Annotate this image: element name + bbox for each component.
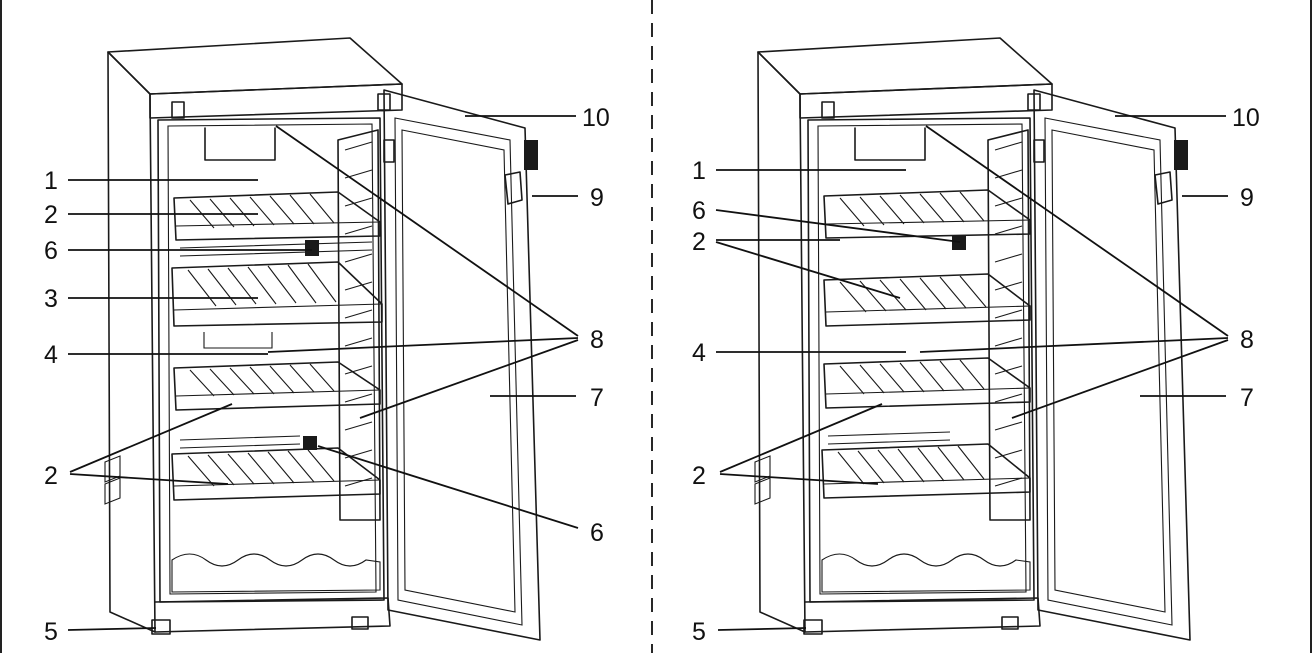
right-label-4: 4 <box>692 339 706 367</box>
left-label-3: 3 <box>44 285 58 313</box>
left-label-6a: 6 <box>44 237 58 265</box>
left-label-1: 1 <box>44 167 58 195</box>
left-leader-lines <box>67 115 579 631</box>
right-leader-lines <box>715 115 1229 631</box>
left-label-4: 4 <box>44 341 58 369</box>
right-label-9: 9 <box>1240 184 1254 212</box>
left-label-6b: 6 <box>590 519 604 547</box>
right-label-10: 10 <box>1232 104 1260 132</box>
left-label-2a: 2 <box>44 201 58 229</box>
left-label-5: 5 <box>44 618 58 646</box>
left-label-8: 8 <box>590 326 604 354</box>
right-label-2b: 2 <box>692 462 706 490</box>
right-label-7: 7 <box>1240 384 1254 412</box>
left-labels: 1 2 6 3 4 2 5 10 9 8 7 6 <box>44 104 610 646</box>
right-labels: 1 6 2 4 2 5 10 9 8 7 <box>692 104 1260 646</box>
left-cabinet-drawing <box>104 37 541 641</box>
right-label-5: 5 <box>692 618 706 646</box>
right-label-1: 1 <box>692 157 706 185</box>
left-label-7: 7 <box>590 384 604 412</box>
right-label-8: 8 <box>1240 326 1254 354</box>
right-label-2a: 2 <box>692 228 706 256</box>
right-label-6: 6 <box>692 197 706 225</box>
right-cabinet-drawing <box>754 37 1191 641</box>
left-label-9: 9 <box>590 184 604 212</box>
left-label-2b: 2 <box>44 462 58 490</box>
left-label-10: 10 <box>582 104 610 132</box>
